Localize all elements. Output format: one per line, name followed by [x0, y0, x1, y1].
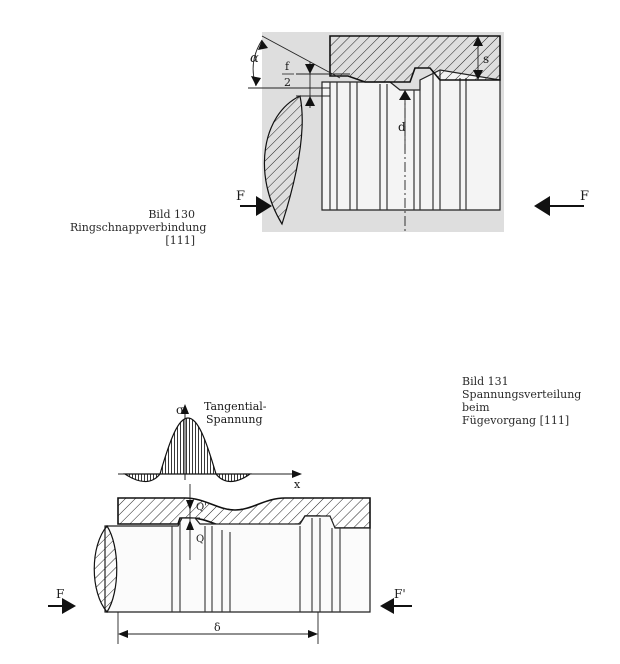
fig130-label-alpha: α [250, 51, 259, 66]
fig131-label-sigma: σ [176, 403, 184, 417]
figure-130-caption: Bild 130 Ringschnappverbindung [111] [70, 208, 207, 247]
fig131-label-x: x [294, 478, 301, 491]
fig130-dimension-arrows [251, 36, 483, 106]
fig130-label-two: 2 [284, 76, 291, 89]
figure-131-title-line1: Spannungsverteilung beim [462, 388, 582, 414]
fig130-shaft [321, 69, 501, 211]
fig131-section-lens [93, 524, 118, 614]
fig130-label-force-left: F [236, 189, 245, 204]
fig130-force-left [240, 196, 272, 216]
fig130-label-f: f [285, 60, 290, 73]
fig131-shaft [104, 515, 371, 613]
figure-130-title: Ringschnappverbindung [111] [70, 221, 207, 247]
fig131-sigma-arrow [181, 404, 189, 414]
fig131-shaft-lines [171, 518, 341, 612]
fig131-force-left [48, 598, 76, 614]
figure-131-title-line2: Fügevorgang [111] [462, 414, 570, 427]
fig131-q-arrows [186, 500, 194, 530]
figure-131-drawing: σ Tangential- Spannung x Q' Q F F' δ [48, 400, 412, 644]
fig131-stress-curve [123, 417, 252, 483]
fig131-label-delta: δ [214, 621, 221, 634]
fig131-delta-arrows [118, 630, 318, 638]
fig130-label-d: d [398, 120, 406, 134]
fig130-label-force-right: F [580, 189, 589, 204]
fig131-label-tangential-2: Spannung [206, 413, 263, 426]
fig131-label-force-left: F [56, 587, 64, 601]
fig131-label-q: Q [196, 534, 204, 545]
figure-131-caption: Bild 131 Spannungsverteilung beim Fügevo… [462, 375, 612, 427]
fig131-x-arrow [292, 470, 302, 478]
fig131-stress-diagram [118, 404, 302, 483]
fig131-delta-dimension [117, 612, 319, 644]
figure-130-drawing: α f 2 s d F F [236, 32, 589, 232]
fig130-hub [329, 35, 501, 83]
fig131-label-tangential-1: Tangential- [204, 400, 267, 413]
fig130-label-s: s [483, 52, 489, 66]
fig130-stress-lens [263, 95, 303, 226]
figure-130-number: Bild 130 [148, 208, 195, 221]
fig131-label-q-prime: Q' [196, 502, 207, 513]
fig130-force-right [534, 196, 584, 216]
fig131-label-force-right: F' [394, 587, 406, 601]
figure-131-number: Bild 131 [462, 375, 509, 388]
fig131-force-right [380, 598, 412, 614]
fig130-shaft-lines [329, 70, 467, 210]
